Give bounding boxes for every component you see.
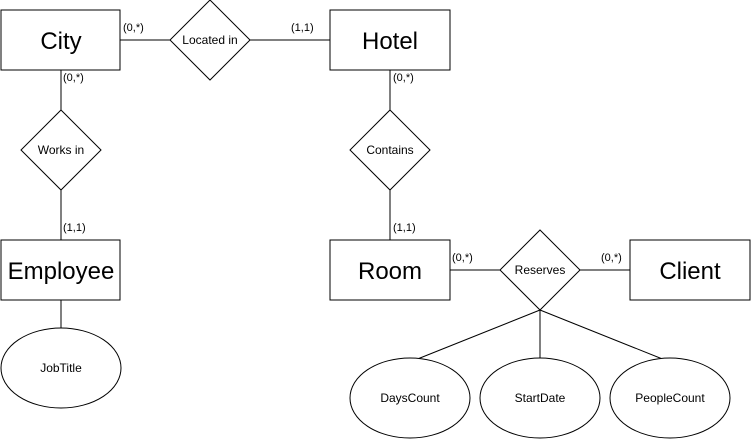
attribute-jobtitle-label: JobTitle bbox=[40, 361, 82, 375]
attribute-dayscount-label: DaysCount bbox=[380, 391, 440, 405]
entity-room: Room bbox=[329, 239, 451, 301]
reserves-peoplecount-line bbox=[539, 309, 671, 363]
entity-room-label: Room bbox=[358, 258, 422, 285]
entity-client-label: Client bbox=[659, 258, 721, 285]
entity-hotel-label: Hotel bbox=[362, 28, 418, 55]
attribute-peoplecount-label: PeopleCount bbox=[635, 391, 705, 405]
cardinality-client-reserves: (0,*) bbox=[601, 252, 622, 264]
attribute-jobtitle: JobTitle bbox=[0, 327, 122, 409]
reserves-dayscount-line bbox=[409, 309, 541, 363]
connector-lines bbox=[60, 39, 671, 363]
relationship-located-in-label: Located in bbox=[182, 33, 237, 47]
relationship-works-in: Works in bbox=[20, 109, 102, 191]
attribute-dayscount: DaysCount bbox=[349, 357, 471, 439]
relationship-works-in-label: Works in bbox=[38, 143, 84, 157]
cardinality-room-reserves: (0,*) bbox=[452, 252, 473, 264]
relationship-contains: Contains bbox=[349, 109, 431, 191]
attribute-peoplecount: PeopleCount bbox=[609, 357, 731, 439]
relationship-reserves: Reserves bbox=[499, 229, 581, 311]
relationship-contains-label: Contains bbox=[366, 143, 413, 157]
entity-city-label: City bbox=[40, 28, 81, 55]
relationship-located-in: Located in bbox=[169, 0, 251, 81]
cardinality-city-works-in: (0,*) bbox=[63, 72, 84, 84]
entity-city: City bbox=[0, 9, 121, 71]
cardinality-employee-works-in: (1,1) bbox=[63, 222, 86, 234]
cardinality-labels: (0,*) (1,1) (0,*) (1,1) (0,*) (1,1) (0,*… bbox=[63, 22, 622, 264]
entity-employee: Employee bbox=[0, 239, 121, 301]
attribute-startdate-label: StartDate bbox=[515, 391, 566, 405]
entity-hotel: Hotel bbox=[329, 9, 451, 71]
entity-employee-label: Employee bbox=[8, 258, 115, 285]
cardinality-hotel-located-in: (1,1) bbox=[291, 22, 314, 34]
relationship-reserves-label: Reserves bbox=[515, 263, 566, 277]
cardinality-room-contains: (1,1) bbox=[393, 222, 416, 234]
cardinality-city-located-in: (0,*) bbox=[123, 22, 144, 34]
entity-client: Client bbox=[629, 239, 751, 301]
attribute-startdate: StartDate bbox=[479, 357, 601, 439]
cardinality-hotel-contains: (0,*) bbox=[393, 72, 414, 84]
